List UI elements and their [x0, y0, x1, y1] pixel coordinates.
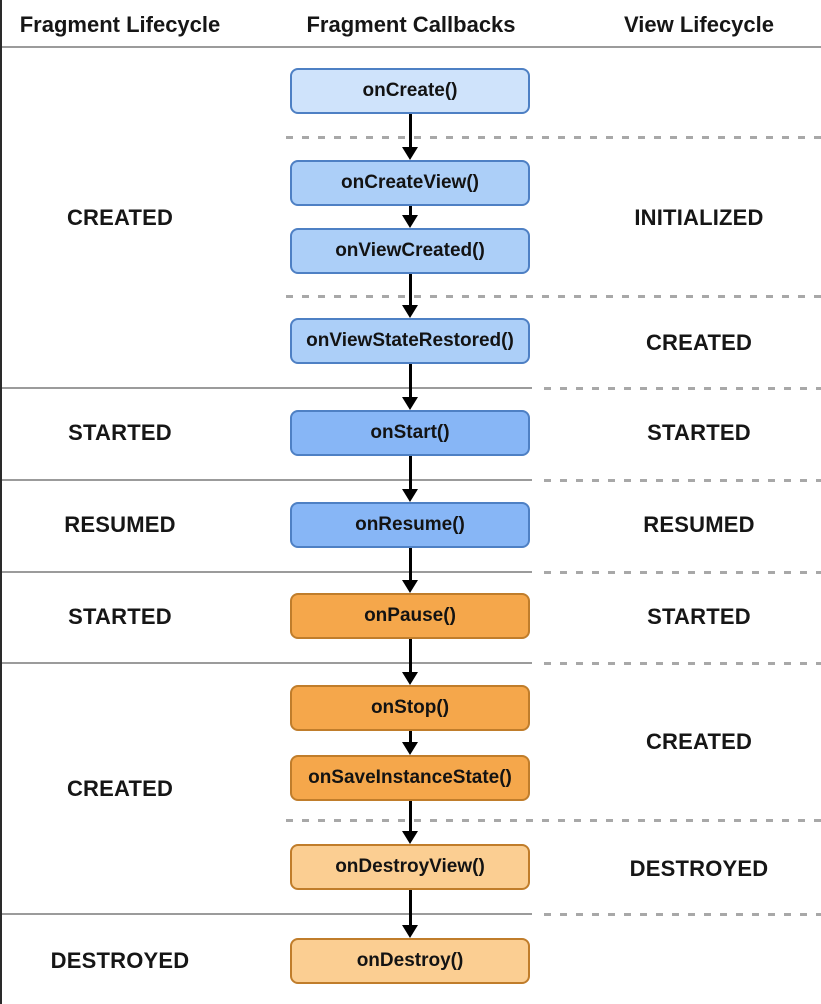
view-state-label: CREATED: [645, 330, 753, 355]
view-state-label: INITIALIZED: [634, 205, 764, 230]
flow-arrow-stem: [408, 114, 412, 149]
arrow-down-icon: [402, 672, 418, 685]
arrow-down-icon: [402, 831, 418, 844]
arrow-down-icon: [402, 742, 418, 755]
column-header-fragment-lifecycle: Fragment Lifecycle: [19, 12, 221, 37]
solid-separator-line: [0, 479, 532, 481]
arrow-down-icon: [402, 397, 418, 410]
solid-separator-line: [0, 571, 532, 573]
callback-box-onresume: onResume(): [290, 502, 530, 548]
callback-box-onviewstaterestored: onViewStateRestored(): [290, 318, 530, 364]
callback-box-ondestroyview: onDestroyView(): [290, 844, 530, 890]
fragment-state-label: CREATED: [66, 205, 174, 230]
dashed-separator-line: [544, 662, 821, 665]
view-state-label: CREATED: [645, 729, 753, 754]
solid-separator-line: [0, 387, 532, 389]
flow-arrow-stem: [408, 890, 412, 927]
view-state-label: RESUMED: [643, 512, 755, 537]
callback-box-onviewcreated: onViewCreated(): [290, 228, 530, 274]
flow-arrow-stem: [408, 274, 412, 307]
fragment-state-label: STARTED: [68, 604, 172, 629]
solid-separator-line: [0, 662, 532, 664]
dashed-separator-line: [544, 571, 821, 574]
flow-arrow-stem: [408, 801, 412, 833]
callback-box-oncreate: onCreate(): [290, 68, 530, 114]
solid-separator-line: [0, 46, 821, 48]
dashed-separator-line: [286, 136, 821, 139]
fragment-state-label: CREATED: [66, 776, 174, 801]
dashed-separator-line: [544, 913, 821, 916]
dashed-separator-line: [286, 295, 821, 298]
fragment-state-label: STARTED: [68, 420, 172, 445]
callback-box-onsaveinstancestate: onSaveInstanceState(): [290, 755, 530, 801]
flow-arrow-stem: [408, 731, 412, 744]
dashed-separator-line: [286, 819, 821, 822]
callback-box-onstart: onStart(): [290, 410, 530, 456]
dashed-separator-line: [544, 387, 821, 390]
view-state-label: DESTROYED: [629, 856, 769, 881]
flow-arrow-stem: [408, 639, 412, 674]
fragment-state-label: RESUMED: [64, 512, 176, 537]
callback-box-ondestroy: onDestroy(): [290, 938, 530, 984]
flow-arrow-stem: [408, 364, 412, 399]
column-header-fragment-callbacks: Fragment Callbacks: [306, 12, 516, 37]
callback-box-onpause: onPause(): [290, 593, 530, 639]
view-state-label: STARTED: [647, 604, 751, 629]
view-state-label: STARTED: [647, 420, 751, 445]
solid-separator-line: [0, 913, 532, 915]
arrow-down-icon: [402, 925, 418, 938]
arrow-down-icon: [402, 305, 418, 318]
flow-arrow-stem: [408, 548, 412, 582]
screen-right-edge: [0, 0, 2, 1004]
column-header-view-lifecycle: View Lifecycle: [623, 12, 774, 37]
flow-arrow-stem: [408, 206, 412, 217]
arrow-down-icon: [402, 147, 418, 160]
arrow-down-icon: [402, 580, 418, 593]
dashed-separator-line: [544, 479, 821, 482]
arrow-down-icon: [402, 215, 418, 228]
arrow-down-icon: [402, 489, 418, 502]
callback-box-onstop: onStop(): [290, 685, 530, 731]
flow-arrow-stem: [408, 456, 412, 491]
fragment-state-label: DESTROYED: [50, 948, 190, 973]
callback-box-oncreateview: onCreateView(): [290, 160, 530, 206]
